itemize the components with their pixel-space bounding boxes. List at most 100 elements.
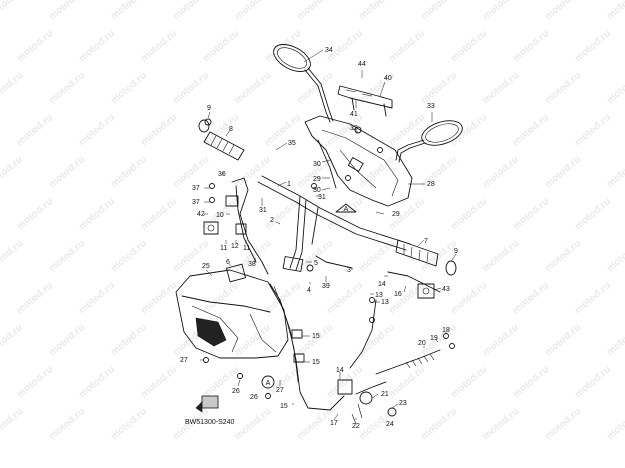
watermark-text: motod.ru: [449, 280, 489, 316]
callout-42: 42: [197, 211, 205, 218]
watermark-text: motod.ru: [449, 196, 489, 232]
watermark-text: motod.ru: [481, 238, 521, 274]
right-lever-assembly: [387, 271, 441, 299]
watermark-text: motod.ru: [543, 238, 583, 274]
callout-layer: 34 44 40 41 33 9 8 32 35 30 29 30 28 36 …: [180, 47, 458, 430]
callout-30-upper: 30: [313, 161, 321, 168]
watermark-text: motod.ru: [449, 28, 489, 64]
watermark-text: motod.ru: [481, 154, 521, 190]
callout-4: 4: [307, 287, 311, 294]
watermark-text: motod.ru: [47, 238, 87, 274]
callout-5: 5: [314, 260, 318, 267]
view-marker-a: A A: [261, 203, 357, 389]
watermark-text: motod.ru: [0, 154, 25, 190]
callout-27-left: 27: [180, 357, 188, 364]
watermark-text: motod.ru: [605, 322, 625, 358]
watermark-text: motod.ru: [77, 196, 117, 232]
right-grip: [395, 239, 457, 276]
watermark-text: motod.ru: [263, 112, 303, 148]
watermark-text: motod.ru: [419, 70, 459, 106]
callout-23: 23: [399, 400, 407, 407]
callout-6: 6: [226, 259, 230, 266]
watermark-text: motod.ru: [139, 280, 179, 316]
callout-19: 19: [430, 335, 438, 342]
callout-9-left: 9: [207, 105, 211, 112]
handlebar-cover: [304, 115, 413, 207]
watermark-text: motod.ru: [295, 70, 335, 106]
callout-18: 18: [442, 327, 450, 334]
throttle-cable-spring: [355, 349, 441, 395]
watermark-text: motod.ru: [419, 0, 459, 22]
watermark-text: motod.ru: [325, 196, 365, 232]
callout-28: 28: [427, 181, 435, 188]
watermark-text: motod.ru: [233, 70, 273, 106]
switch-box: [226, 255, 353, 283]
watermark-text: motod.ru: [419, 406, 459, 442]
watermark-text: motod.ru: [605, 406, 625, 442]
watermark-text: motod.ru: [511, 196, 551, 232]
callout-11-right: 11: [243, 245, 250, 252]
callout-11-left: 11: [220, 245, 227, 252]
watermark-text: motod.ru: [109, 70, 149, 106]
watermark-text: motod.ru: [171, 154, 211, 190]
watermark-text: motod.ru: [15, 196, 55, 232]
callout-13-lower: 13: [381, 299, 389, 306]
forward-arrow-badge: [195, 395, 219, 413]
watermark-text: motod.ru: [543, 0, 583, 22]
callout-27-right: 27: [276, 387, 284, 394]
watermark-text: motod.ru: [325, 280, 365, 316]
callout-25: 25: [202, 263, 210, 270]
watermark-text: motod.ru: [263, 280, 303, 316]
callout-15-middle: 15: [312, 359, 320, 366]
watermark-text: motod.ru: [387, 28, 427, 64]
callout-21: 21: [381, 391, 389, 398]
watermark-text: motod.ru: [481, 406, 521, 442]
control-cables: [269, 283, 377, 411]
callout-22: 22: [352, 423, 360, 430]
watermark-text: motod.ru: [47, 154, 87, 190]
watermark-text: motod.ru: [15, 112, 55, 148]
watermark-text: motod.ru: [109, 0, 149, 22]
watermark-text: motod.ru: [543, 322, 583, 358]
watermark-text: motod.ru: [543, 406, 583, 442]
watermark-text: motod.ru: [139, 112, 179, 148]
watermark-text: motod.ru: [325, 112, 365, 148]
watermark-text: motod.ru: [15, 280, 55, 316]
callout-37-upper: 37: [192, 185, 200, 192]
watermark-text: motod.ru: [573, 364, 613, 400]
watermark-text: motod.ru: [47, 70, 87, 106]
callout-14-lower: 14: [336, 367, 344, 374]
callout-7: 7: [424, 238, 428, 245]
front-cowl: [175, 269, 289, 359]
watermark-text: motod.ru: [543, 154, 583, 190]
watermark-text: motod.ru: [481, 322, 521, 358]
watermark-text: motod.ru: [573, 280, 613, 316]
callout-38: 38: [248, 261, 256, 268]
watermark-text: motod.ru: [15, 364, 55, 400]
watermark-text: motod.ru: [0, 322, 25, 358]
watermark-text: motod.ru: [201, 280, 241, 316]
watermark-text: motod.ru: [0, 238, 25, 274]
left-mirror: [273, 44, 334, 123]
callout-33: 33: [427, 103, 435, 110]
watermark-text: motod.ru: [449, 112, 489, 148]
watermark-text: motod.ru: [295, 0, 335, 22]
callout-29-right: 29: [392, 211, 400, 218]
upper-cover-bracket: [337, 85, 393, 117]
callout-41: 41: [350, 111, 358, 118]
callout-40: 40: [384, 75, 392, 82]
watermark-text: motod.ru: [511, 280, 551, 316]
callout-30-lower: 30: [313, 187, 321, 194]
watermark-text: motod.ru: [295, 322, 335, 358]
watermark-text: motod.ru: [201, 28, 241, 64]
watermark-text: motod.ru: [0, 0, 25, 22]
callout-20: 20: [418, 340, 426, 347]
watermark-text: motod.ru: [171, 0, 211, 22]
watermark-text: motod.ru: [605, 238, 625, 274]
callout-15-upper: 15: [312, 333, 320, 340]
callout-32: 32: [350, 125, 358, 132]
watermark-text: motod.ru: [77, 112, 117, 148]
watermark-text: motod.ru: [263, 28, 303, 64]
